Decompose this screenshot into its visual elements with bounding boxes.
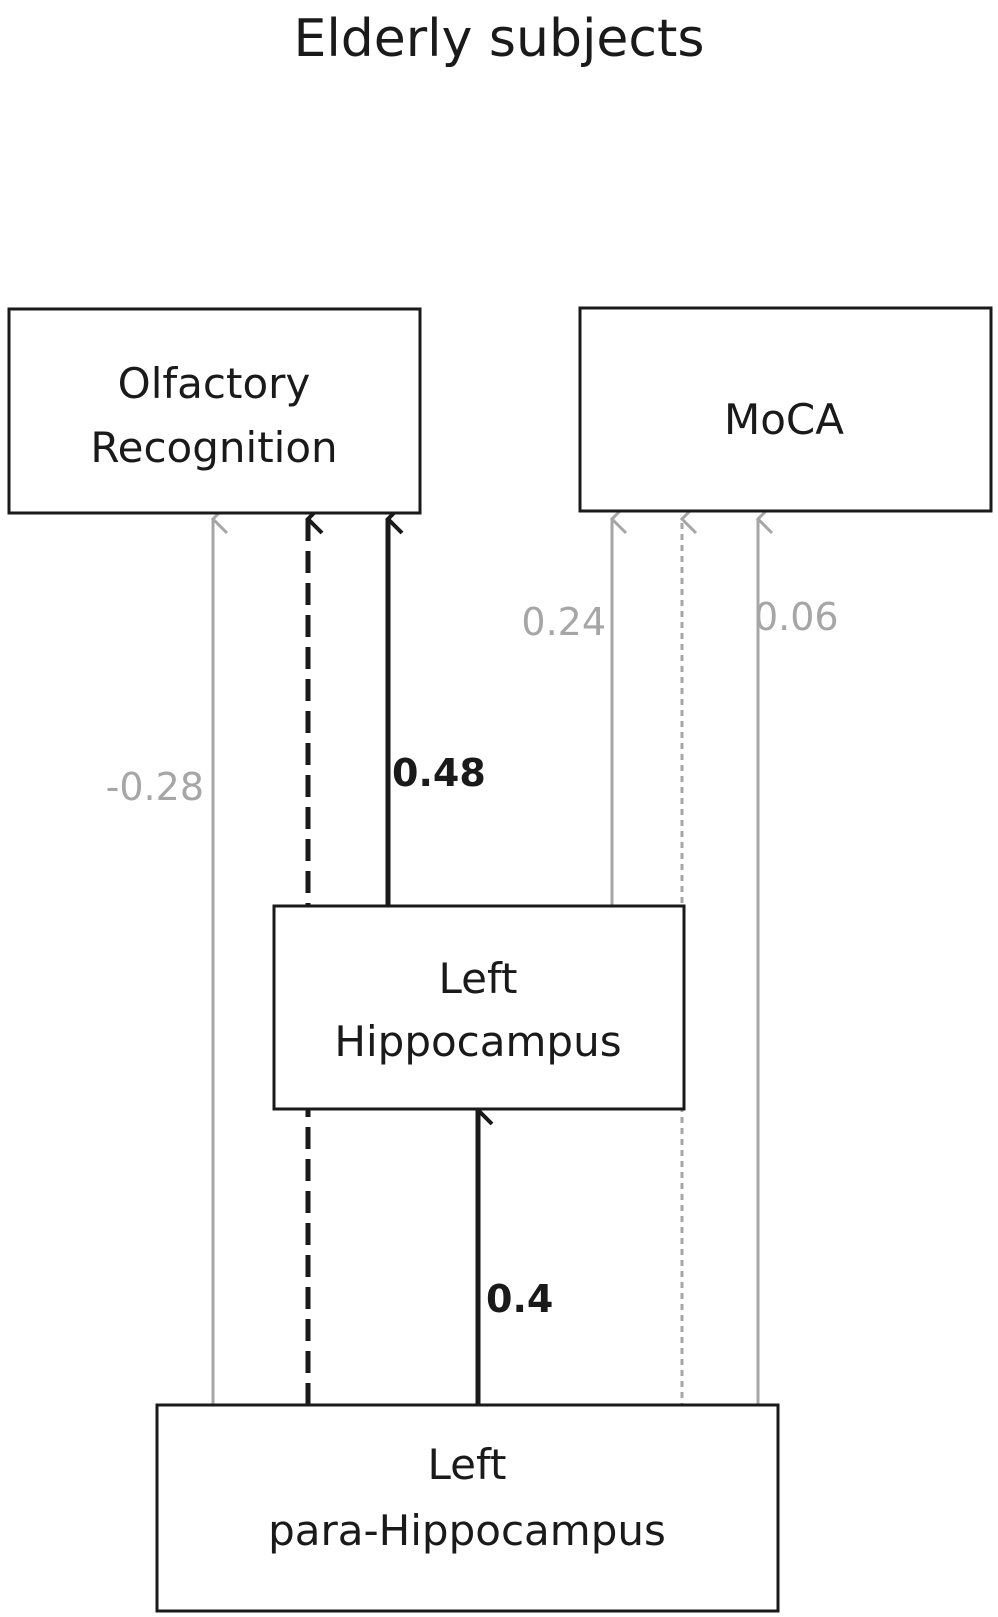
edge-label-hippocampus-moca: 0.24 — [521, 600, 606, 644]
node-parahippocampus-label-line2: para-Hippocampus — [268, 1506, 666, 1555]
edge-label-parahippocampus-olfactory: -0.28 — [106, 765, 204, 809]
edge-labels: -0.28 0.48 0.24 0.06 0.4 — [106, 595, 839, 1321]
node-moca-box — [578, 306, 993, 513]
edge-label-parahippocampus-moca: 0.06 — [754, 595, 839, 639]
node-hippocampus-label-line1: Left — [438, 954, 517, 1003]
edge-label-parahippocampus-hippocampus: 0.4 — [486, 1277, 553, 1321]
node-olfactory-box — [7, 307, 422, 515]
node-parahippocampus-box — [155, 1403, 780, 1613]
node-hippocampus-label-line2: Hippocampus — [334, 1017, 621, 1066]
diagram-title: Elderly subjects — [294, 9, 705, 69]
node-olfactory-recognition: Olfactory Recognition — [7, 307, 422, 515]
edge-label-hippocampus-olfactory: 0.48 — [392, 751, 486, 795]
node-moca-label: MoCA — [724, 395, 844, 444]
node-left-hippocampus: Left Hippocampus — [272, 904, 686, 1111]
node-parahippocampus-label-line1: Left — [427, 1440, 506, 1489]
node-moca: MoCA — [578, 306, 993, 513]
node-olfactory-label-line1: Olfactory — [118, 359, 311, 408]
node-olfactory-label-line2: Recognition — [90, 423, 337, 472]
node-hippocampus-box — [272, 904, 686, 1111]
edges — [210, 503, 774, 1420]
node-left-parahippocampus: Left para-Hippocampus — [155, 1403, 780, 1613]
